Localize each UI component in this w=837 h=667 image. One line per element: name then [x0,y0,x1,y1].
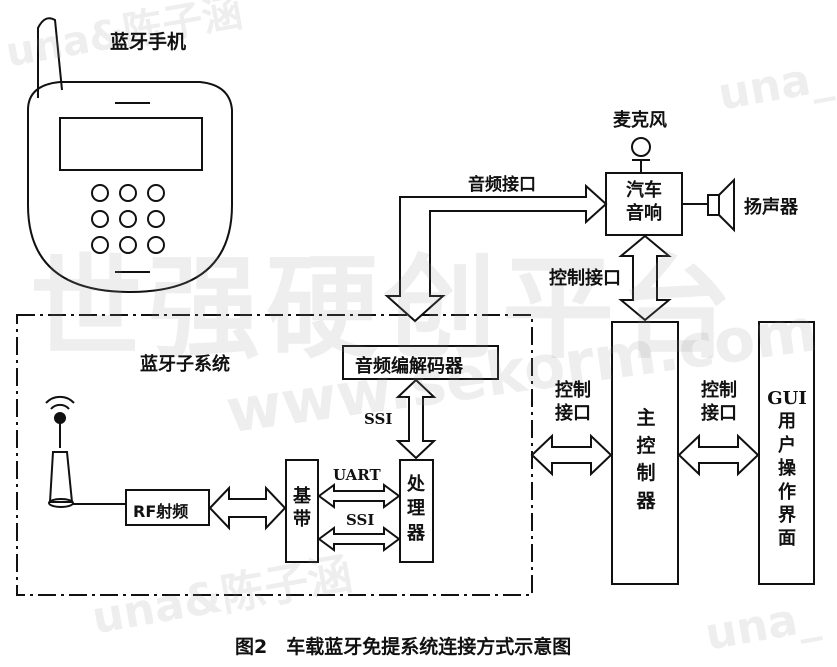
processor-box [399,459,434,563]
uart-arrow [317,483,401,509]
ssi-bottom-label: SSI [346,511,375,529]
bt-antenna-icon [45,395,126,508]
control-top-label: 控制接口 [549,268,621,289]
audio-interface-arrow [384,183,608,323]
car-audio-box [605,172,683,236]
control-left-arrow [530,433,613,477]
ssi-bus-arrow [317,526,401,552]
ssi-top-label: SSI [364,410,393,428]
gui-label-latin: GUI [767,388,807,409]
control-right-line1: 控制 [701,380,737,401]
codec-box [342,345,499,380]
speaker-label: 扬声器 [744,197,798,218]
car-audio-line1: 汽车 [626,180,662,201]
control-top-arrow [618,234,672,322]
control-left-label: 控制 接口 [551,380,595,425]
control-left-line2: 接口 [555,402,591,424]
ssi-codec-arrow [395,378,437,460]
baseband-label: 基带 [293,486,311,531]
control-right-line2: 接口 [701,402,737,424]
phone-body [27,81,233,294]
phone-antenna [37,17,63,98]
main-controller-label: 主控制器 [636,407,656,512]
rf-label: RF射频 [133,502,189,521]
audio-interface-label: 音频接口 [468,175,536,195]
phone-screen [59,117,203,171]
bluetooth-phone [27,17,233,294]
baseband-box [285,459,319,563]
rf-baseband-arrow [208,485,287,531]
speaker-icon [682,177,735,233]
microphone-icon [631,137,651,173]
phone-keypad [91,184,165,254]
microphone-label: 麦克风 [613,110,667,131]
uart-label: UART [333,466,381,484]
gui-label: GUI 用户操作界面 [760,387,814,551]
car-audio-line2: 音响 [626,202,662,224]
codec-label: 音频编解码器 [355,356,463,377]
control-left-line1: 控制 [555,380,591,401]
processor-label: 处理器 [407,474,425,544]
rf-box [125,489,210,526]
gui-label-cjk: 用户操作界面 [778,411,796,550]
main-controller-box [611,321,679,585]
phone-label: 蓝牙手机 [110,31,187,53]
control-right-label: 控制 接口 [697,380,741,425]
control-right-arrow [677,433,760,477]
gui-box [758,321,815,585]
bt-subsystem-label: 蓝牙子系统 [140,354,230,375]
car-audio-label: 汽车 音响 [620,180,668,225]
figure-caption: 图2 车载蓝牙免提系统连接方式示意图 [235,636,572,658]
